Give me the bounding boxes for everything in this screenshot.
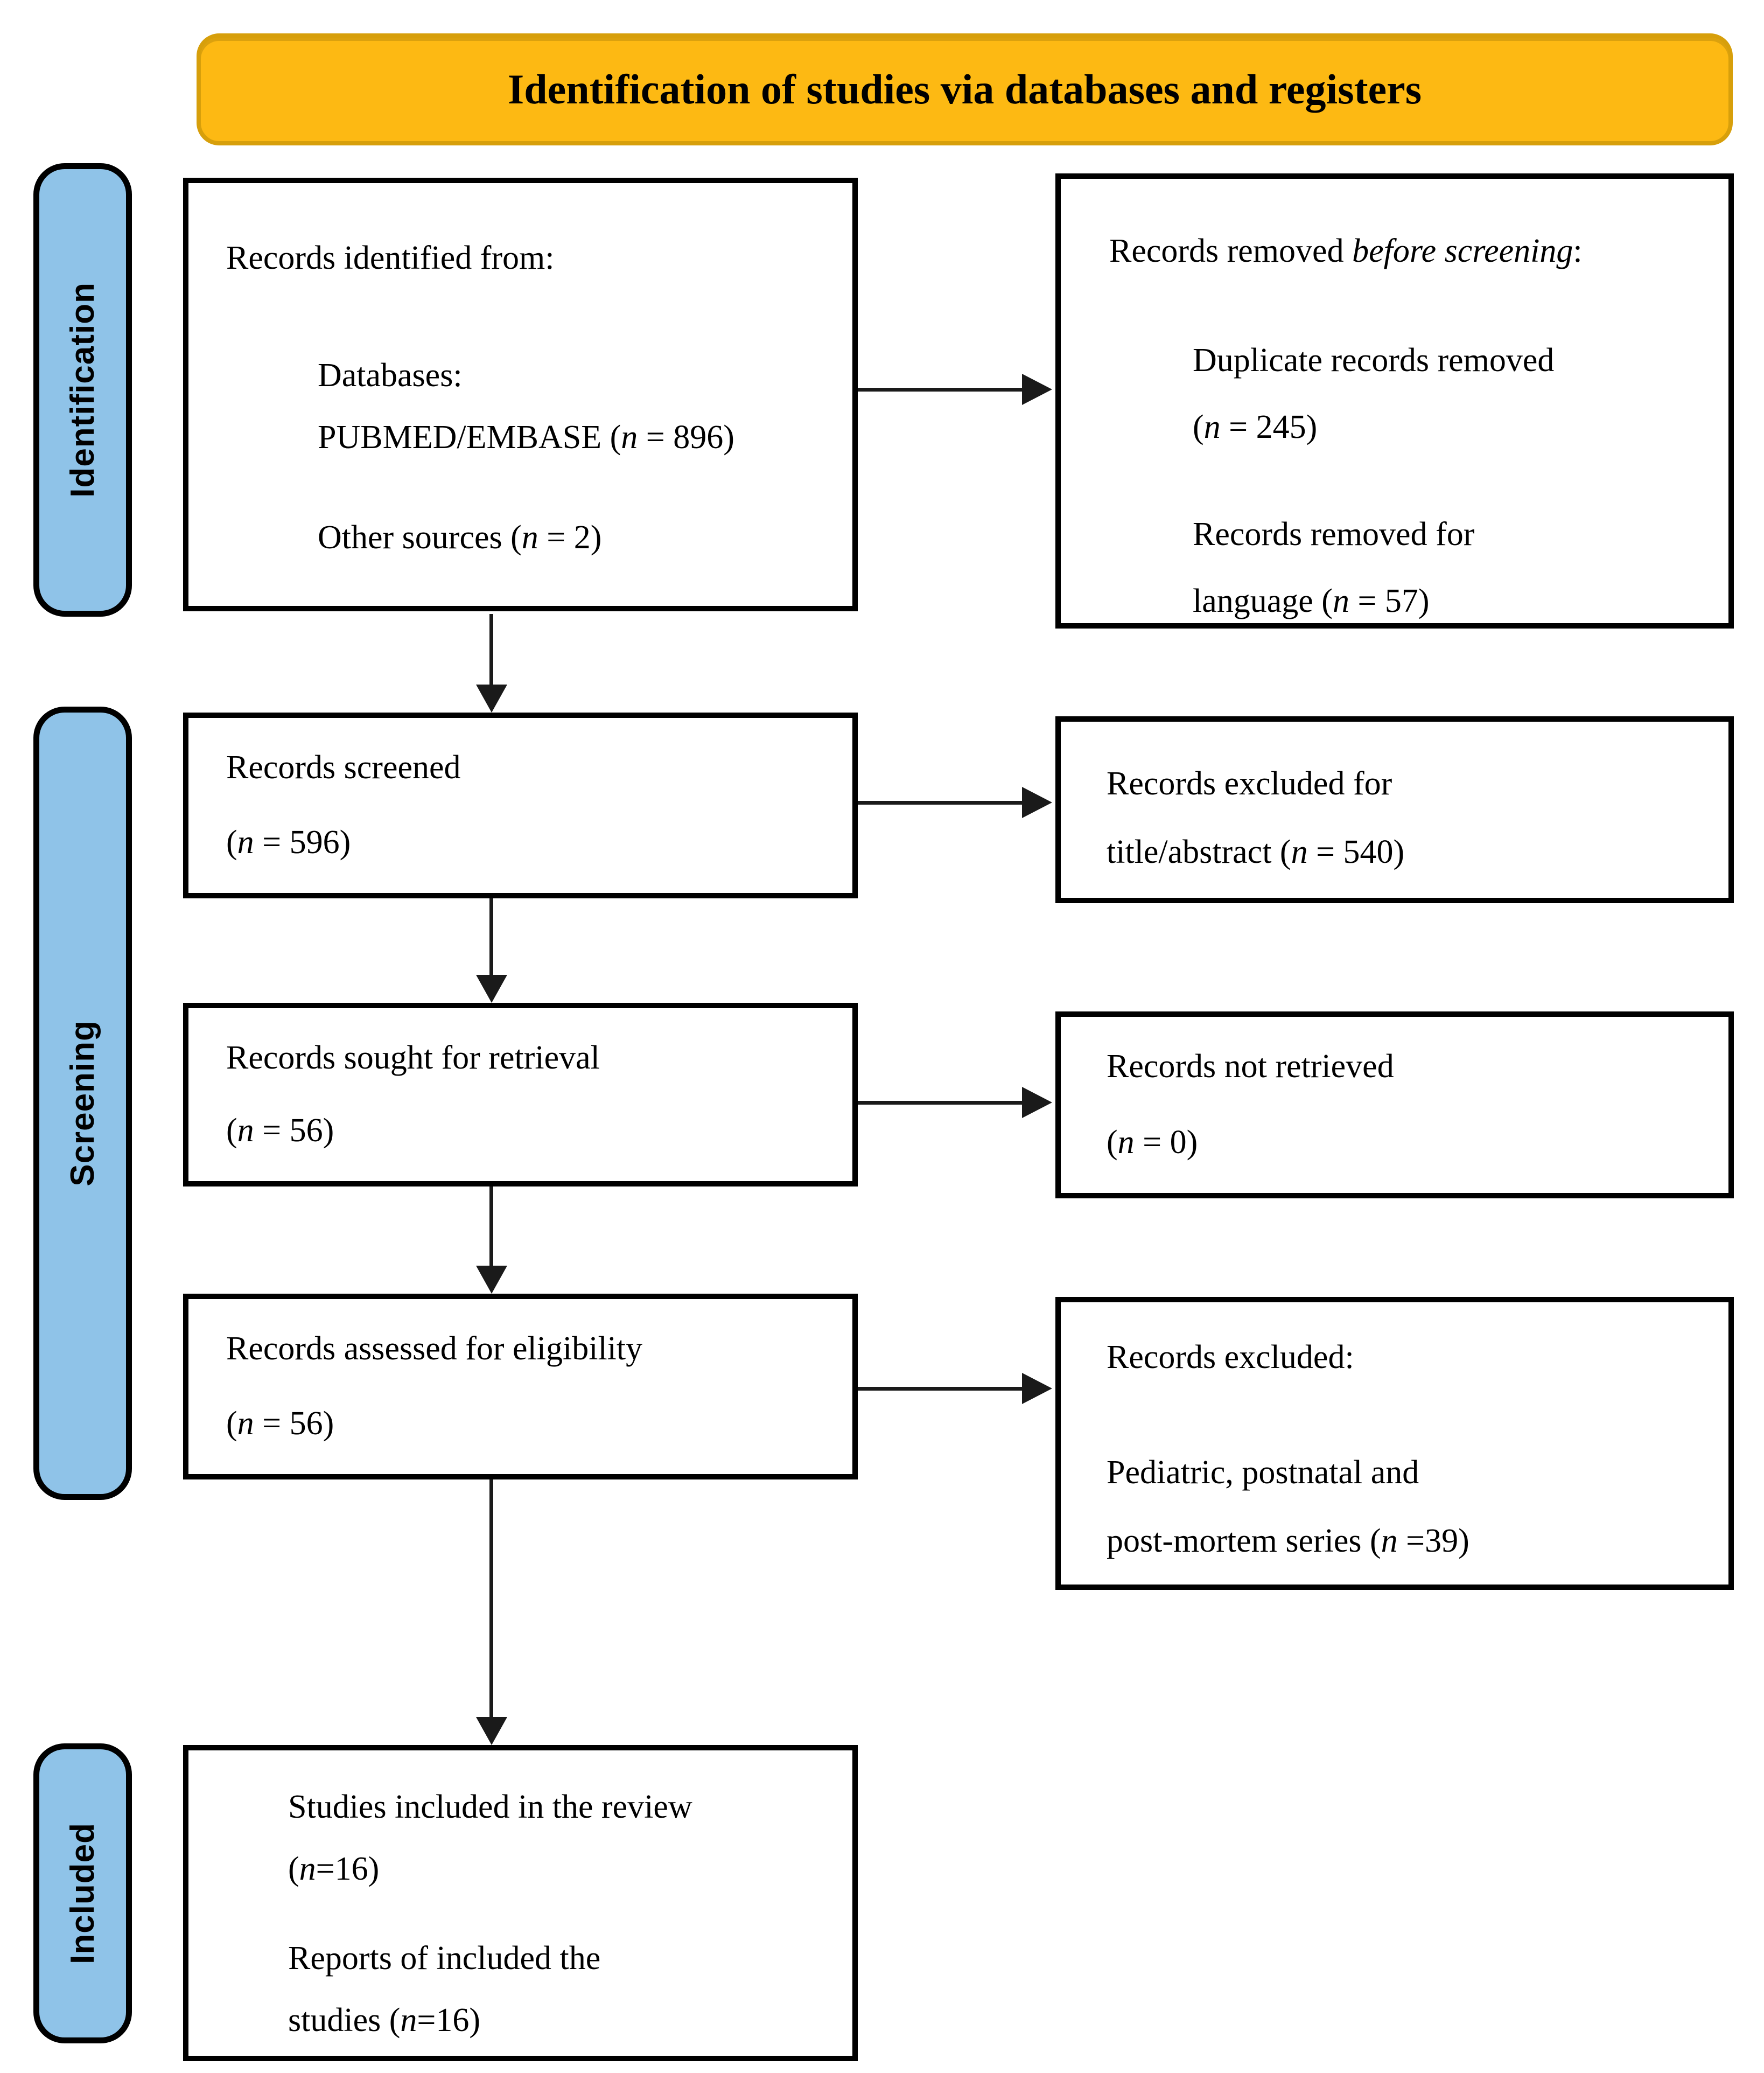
- box-records-identified: Records identified from: Databases: PUBM…: [183, 178, 858, 611]
- box-studies-included: Studies included in the review (n=16) Re…: [183, 1745, 858, 2061]
- studies-included-group: Studies included in the review (n=16): [288, 1776, 831, 1900]
- databases-count: PUBMED/EMBASE (n = 896): [318, 418, 734, 456]
- title-banner: Identification of studies via databases …: [197, 33, 1733, 145]
- box-records-excluded-title-abstract: Records excluded for title/abstract (n =…: [1055, 716, 1734, 903]
- databases-label: Databases:: [318, 357, 463, 394]
- duplicates-removed-group: Duplicate records removed (n = 245): [1193, 327, 1702, 460]
- records-excluded-title: Records excluded:: [1107, 1339, 1354, 1376]
- duplicates-removed-line: Duplicate records removed: [1193, 341, 1555, 379]
- stage-bar-screening: Screening: [33, 707, 132, 1500]
- box-records-screened: Records screened (n = 596): [183, 713, 858, 898]
- reports-included-line: Reports of included the: [288, 1940, 601, 1977]
- stage-bar-included: Included: [33, 1743, 132, 2043]
- records-sought-title: Records sought for retrieval: [226, 1039, 600, 1076]
- stage-label-identification: Identification: [64, 282, 101, 498]
- records-screened-count: (n = 596): [226, 824, 351, 861]
- arrow-assessed-to-excluded-head: [1022, 1373, 1052, 1404]
- excluded-title-abstract-line1: Records excluded for: [1107, 765, 1392, 802]
- records-excluded-reason-line2: post-mortem series (n =39): [1107, 1522, 1469, 1559]
- arrow-sought-to-not-retrieved-line: [858, 1101, 1023, 1105]
- records-identified-title: Records identified from:: [226, 240, 555, 276]
- records-excluded-reason-line1: Pediatric, postnatal and: [1107, 1454, 1419, 1491]
- arrow-sought-to-assessed-line: [489, 1186, 493, 1267]
- records-excluded-reason: Pediatric, postnatal and post-mortem ser…: [1107, 1439, 1702, 1575]
- arrow-sought-to-assessed-head: [476, 1266, 507, 1294]
- arrow-identified-to-screened-line: [489, 614, 493, 686]
- arrow-screened-to-excluded-line: [858, 801, 1023, 805]
- language-removed-line: Records removed for: [1193, 515, 1475, 553]
- title-banner-label: Identification of studies via databases …: [507, 66, 1422, 113]
- records-not-retrieved-count: (n = 0): [1107, 1124, 1198, 1161]
- arrow-identified-to-removed-line: [858, 388, 1023, 392]
- box-records-assessed: Records assessed for eligibility (n = 56…: [183, 1294, 858, 1479]
- arrow-assessed-to-included-head: [476, 1717, 507, 1745]
- language-removed-group: Records removed for language (n = 57): [1193, 501, 1702, 634]
- stage-bar-identification: Identification: [33, 163, 132, 617]
- stage-label-included: Included: [64, 1823, 101, 1964]
- reports-included-count: studies (n=16): [288, 2002, 480, 2039]
- arrow-assessed-to-excluded-line: [858, 1387, 1023, 1391]
- arrow-identified-to-removed-head: [1022, 374, 1052, 405]
- box-records-sought: Records sought for retrieval (n = 56): [183, 1003, 858, 1186]
- records-assessed-title: Records assessed for eligibility: [226, 1330, 643, 1367]
- arrow-assessed-to-included-line: [489, 1479, 493, 1718]
- studies-included-line: Studies included in the review: [288, 1789, 692, 1825]
- arrow-sought-to-not-retrieved-head: [1022, 1087, 1052, 1118]
- records-not-retrieved-title: Records not retrieved: [1107, 1048, 1394, 1085]
- box-records-excluded-eligibility: Records excluded: Pediatric, postnatal a…: [1055, 1297, 1734, 1590]
- stage-label-screening: Screening: [64, 1020, 101, 1186]
- records-assessed-count: (n = 56): [226, 1405, 334, 1442]
- arrow-screened-to-sought-line: [489, 898, 493, 976]
- duplicates-removed-count: (n = 245): [1193, 408, 1318, 445]
- excluded-title-abstract-line2: title/abstract (n = 540): [1107, 834, 1405, 871]
- reports-included-group: Reports of included the studies (n=16): [288, 1928, 831, 2051]
- other-sources-count: Other sources (n = 2): [318, 519, 602, 556]
- records-removed-title: Records removed before screening:: [1109, 233, 1583, 269]
- language-removed-count: language (n = 57): [1193, 582, 1430, 619]
- records-sought-count: (n = 56): [226, 1112, 334, 1149]
- records-identified-databases: Databases: PUBMED/EMBASE (n = 896): [318, 345, 823, 468]
- box-records-removed: Records removed before screening: Duplic…: [1055, 173, 1734, 629]
- arrow-identified-to-screened-head: [476, 685, 507, 713]
- box-records-not-retrieved: Records not retrieved (n = 0): [1055, 1011, 1734, 1198]
- studies-included-count: (n=16): [288, 1850, 380, 1887]
- arrow-screened-to-excluded-head: [1022, 787, 1052, 818]
- records-screened-title: Records screened: [226, 749, 461, 786]
- arrow-screened-to-sought-head: [476, 975, 507, 1003]
